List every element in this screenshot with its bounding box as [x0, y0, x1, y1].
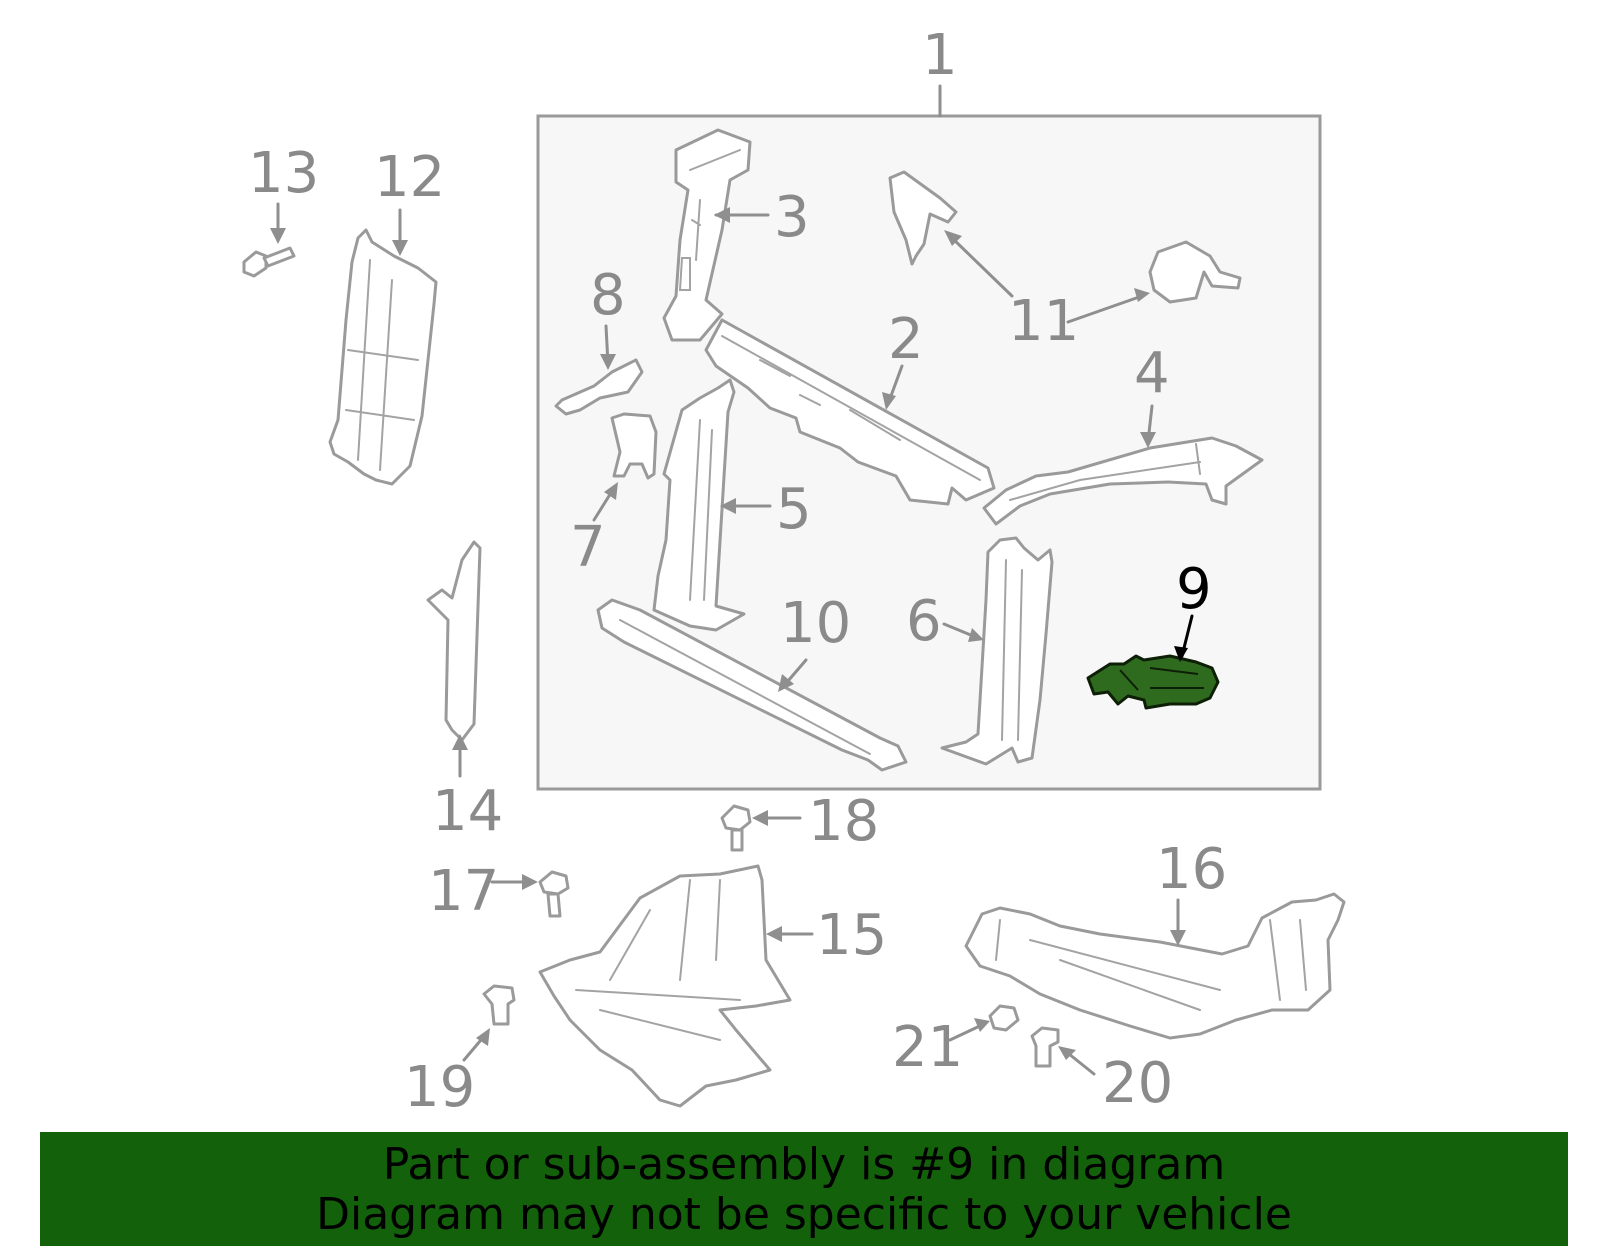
part-10-lower-tie-bar[interactable] — [596, 598, 908, 772]
callout-16: 16 — [1156, 837, 1227, 902]
callout-18: 18 — [808, 789, 879, 854]
part-7-bracket[interactable] — [610, 412, 658, 480]
callout-20: 20 — [1102, 1051, 1173, 1116]
part-11-bracket-a[interactable] — [888, 170, 958, 266]
callout-14: 14 — [432, 779, 503, 844]
part-8-bracket[interactable] — [554, 358, 644, 416]
part-17-bolt[interactable] — [538, 870, 570, 918]
part-6-vertical-support[interactable] — [940, 536, 1054, 766]
callout-8: 8 — [590, 263, 626, 328]
part-4-side-member[interactable] — [982, 436, 1264, 526]
callout-5: 5 — [776, 477, 812, 542]
callout-13: 13 — [248, 141, 319, 206]
part-2-upper-tie-bar[interactable] — [704, 318, 996, 506]
part-9-highlighted[interactable] — [1086, 654, 1220, 710]
part-5-vertical-support[interactable] — [652, 378, 746, 632]
callout-11: 11 — [1008, 289, 1079, 354]
callout-9: 9 — [1176, 557, 1212, 622]
part-18-bolt[interactable] — [720, 804, 752, 852]
callout-12: 12 — [374, 145, 445, 210]
banner-line-1: Part or sub-assembly is #9 in diagram — [382, 1139, 1226, 1190]
part-11-bracket-b[interactable] — [1148, 240, 1242, 304]
part-21-clip[interactable] — [988, 1004, 1020, 1032]
callout-4: 4 — [1134, 341, 1170, 406]
callout-6: 6 — [906, 589, 942, 654]
callout-17: 17 — [428, 859, 499, 924]
part-16-under-cover[interactable] — [964, 892, 1346, 1040]
part-15-under-cover[interactable] — [538, 864, 792, 1108]
part-13-bolt[interactable] — [242, 246, 296, 278]
callout-7: 7 — [570, 515, 606, 580]
banner-line-2: Diagram may not be specific to your vehi… — [316, 1189, 1292, 1240]
callout-2: 2 — [888, 307, 924, 372]
part-14-bracket[interactable] — [426, 540, 482, 742]
callout-1: 1 — [922, 23, 958, 88]
callout-3: 3 — [774, 185, 810, 250]
parts-diagram: 1 3 2 11 4 8 7 — [242, 23, 1346, 1120]
info-banner: Part or sub-assembly is #9 in diagram Di… — [40, 1132, 1568, 1246]
part-12-side-panel[interactable] — [328, 228, 438, 486]
callout-15: 15 — [816, 903, 887, 968]
part-3-support[interactable] — [662, 128, 752, 342]
part-19-clip[interactable] — [482, 984, 516, 1026]
callout-19: 19 — [404, 1055, 475, 1120]
callout-21: 21 — [892, 1015, 963, 1080]
part-20-clip[interactable] — [1030, 1026, 1060, 1068]
callout-10: 10 — [780, 591, 851, 656]
